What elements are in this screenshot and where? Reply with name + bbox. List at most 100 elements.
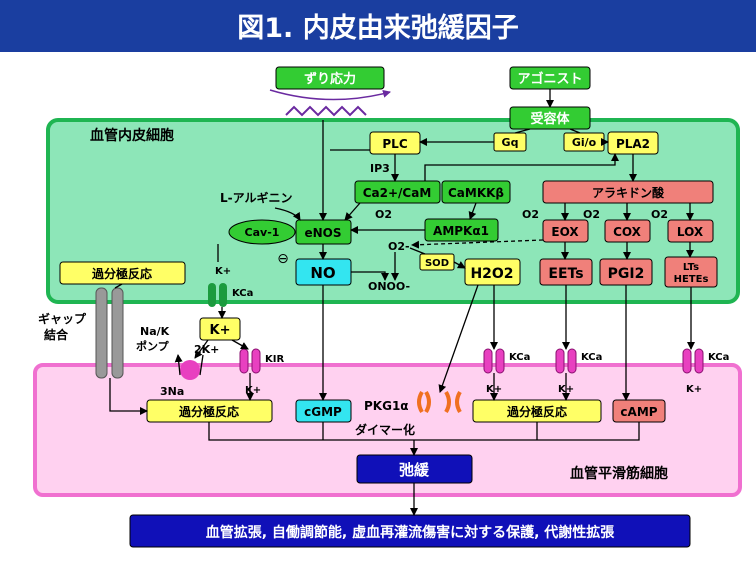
kir-channel-left xyxy=(239,348,249,374)
receptor-label: 受容体 xyxy=(530,111,570,127)
endo-kca-channel-left xyxy=(208,283,216,307)
lox-label: LOX xyxy=(677,225,704,239)
sm-kca-label-3: KCa xyxy=(708,352,729,363)
k-kir-arrow xyxy=(231,339,249,350)
peroxynitrite-label: ONOO- xyxy=(368,280,410,293)
sm-kca-channel-3a xyxy=(682,348,692,374)
pump-k-line xyxy=(199,354,204,376)
sm-kca-label-2: KCa xyxy=(581,352,602,363)
pkg1a-monomer-icon xyxy=(417,390,431,414)
sm-kca-ion-3: K+ xyxy=(686,384,702,395)
na-k-pump-label-2: ポンプ xyxy=(136,339,170,353)
sm-kca-channel-1a xyxy=(483,348,493,374)
receptor-box xyxy=(509,106,591,130)
l-arginine-label: L-アルギニン xyxy=(220,190,293,205)
gap-junction-right xyxy=(111,287,124,379)
camkkb-label: CaMKKβ xyxy=(448,186,504,200)
endo-kca-label: KCa xyxy=(232,288,253,299)
sm-kca-channel-1b xyxy=(495,348,505,374)
connector-lines xyxy=(109,120,695,516)
o2-enos-label: O2 xyxy=(375,208,392,221)
arachidonic-acid-label: アラキドン酸 xyxy=(592,185,665,200)
na-k-pump-label-1: Na/K xyxy=(140,325,170,338)
o2-cox-label: O2 xyxy=(583,208,600,221)
cox-label: COX xyxy=(613,225,642,239)
gap-hyperpol-arrow xyxy=(109,378,148,415)
sod-label: SOD xyxy=(425,258,449,269)
kir-label: KIR xyxy=(265,354,284,365)
sm-hyperpolarization-right-label: 過分極反応 xyxy=(506,404,567,419)
camkk-ampk-arrow xyxy=(468,202,477,220)
kir-channel-right xyxy=(251,348,261,374)
endo-hyperpolarization-label: 過分極反応 xyxy=(91,266,152,281)
h2o2-label: H2O2 xyxy=(470,266,513,282)
agonist-label: アゴニスト xyxy=(517,71,582,87)
camp-label: cAMP xyxy=(620,405,657,419)
eox-superoxide-arrow xyxy=(411,239,544,249)
ampk-label: AMPKα1 xyxy=(433,224,489,238)
o2-lox-label: O2 xyxy=(651,208,668,221)
ca-cam-label: Ca2+/CaM xyxy=(363,186,432,200)
pkg1a-dimer-icon xyxy=(444,390,462,414)
superoxide-label: O2- xyxy=(388,240,410,253)
gap-junction-label-2: 結合 xyxy=(44,327,69,342)
endo-k-channel-ion-label: K+ xyxy=(215,266,231,277)
sod-h2o2-arrow xyxy=(453,261,466,269)
shear-flow-arrow xyxy=(269,89,391,101)
cav1-oval xyxy=(228,219,296,245)
lts-label: LTs xyxy=(683,262,699,273)
ip3-label: IP3 xyxy=(370,162,390,175)
dimerization-label: ダイマー化 xyxy=(355,422,415,437)
no-onoo-arrow xyxy=(351,271,389,281)
h2o2-pkg-arrow xyxy=(438,284,479,393)
ca-pla2-arrow xyxy=(424,153,619,181)
smooth-muscle-label: 血管平滑筋細胞 xyxy=(570,465,668,482)
sm-kca-channel-2a xyxy=(555,348,565,374)
o2-eox-label: O2 xyxy=(522,208,539,221)
h2o2-box xyxy=(464,258,521,286)
pla2-label: PLA2 xyxy=(616,137,650,151)
collector-line xyxy=(208,422,640,441)
arachidonic-acid-box xyxy=(542,180,714,204)
gq-label: Gq xyxy=(502,136,519,149)
endo-hyperpolarization-box xyxy=(59,261,186,285)
receptor-gq-line xyxy=(514,128,531,134)
plc-label: PLC xyxy=(382,137,407,151)
shear-stress-box xyxy=(275,66,385,90)
inhibition-sign: ⊖ xyxy=(277,251,289,267)
shear-stress-label: ずり応力 xyxy=(304,71,356,87)
pgi2-label: PGI2 xyxy=(608,266,645,282)
sm-kca-channel-3b xyxy=(694,348,704,374)
cgmp-label: cGMP xyxy=(304,405,342,419)
pump-na-arrow xyxy=(174,354,183,376)
three-na-label: 3Na xyxy=(160,385,184,398)
gio-label: Gi/o xyxy=(572,136,597,149)
l-arginine-enos-arrow xyxy=(274,207,301,221)
sm-hyperpolarization-left-label: 過分極反応 xyxy=(178,404,239,419)
sm-kca-label-1: KCa xyxy=(509,352,530,363)
endo-kca-channel-right xyxy=(219,283,227,307)
page-title: 図1. 内皮由来弛緩因子 xyxy=(237,13,518,44)
gap-junction-left xyxy=(95,287,108,379)
gap-junction-label-1: ギャップ xyxy=(38,311,87,326)
enos-label: eNOS xyxy=(304,226,341,240)
shear-wave-icon xyxy=(285,105,367,117)
no-label: NO xyxy=(310,264,335,282)
outcome-label: 血管拡張, 自働調節能, 虚血再灌流傷害に対する保護, 代謝性拡張 xyxy=(206,524,616,541)
title-bar xyxy=(0,0,756,52)
na-k-pump-icon xyxy=(180,360,200,380)
relaxation-label: 弛緩 xyxy=(399,461,430,479)
superoxide-sod-line xyxy=(409,247,426,255)
sm-kca-channel-2b xyxy=(567,348,577,374)
k-pump-arrow xyxy=(194,339,209,359)
pkg1a-label: PKG1α xyxy=(364,399,409,413)
cav1-label: Cav-1 xyxy=(245,226,280,239)
eox-label: EOX xyxy=(551,225,579,239)
endo-hyperpol-gap-line xyxy=(114,283,123,289)
k-plus-box-label: K+ xyxy=(210,323,231,338)
receptor-gio-line xyxy=(569,128,581,134)
ca-enos-arrow xyxy=(344,202,361,221)
eets-label: EETs xyxy=(548,266,583,282)
